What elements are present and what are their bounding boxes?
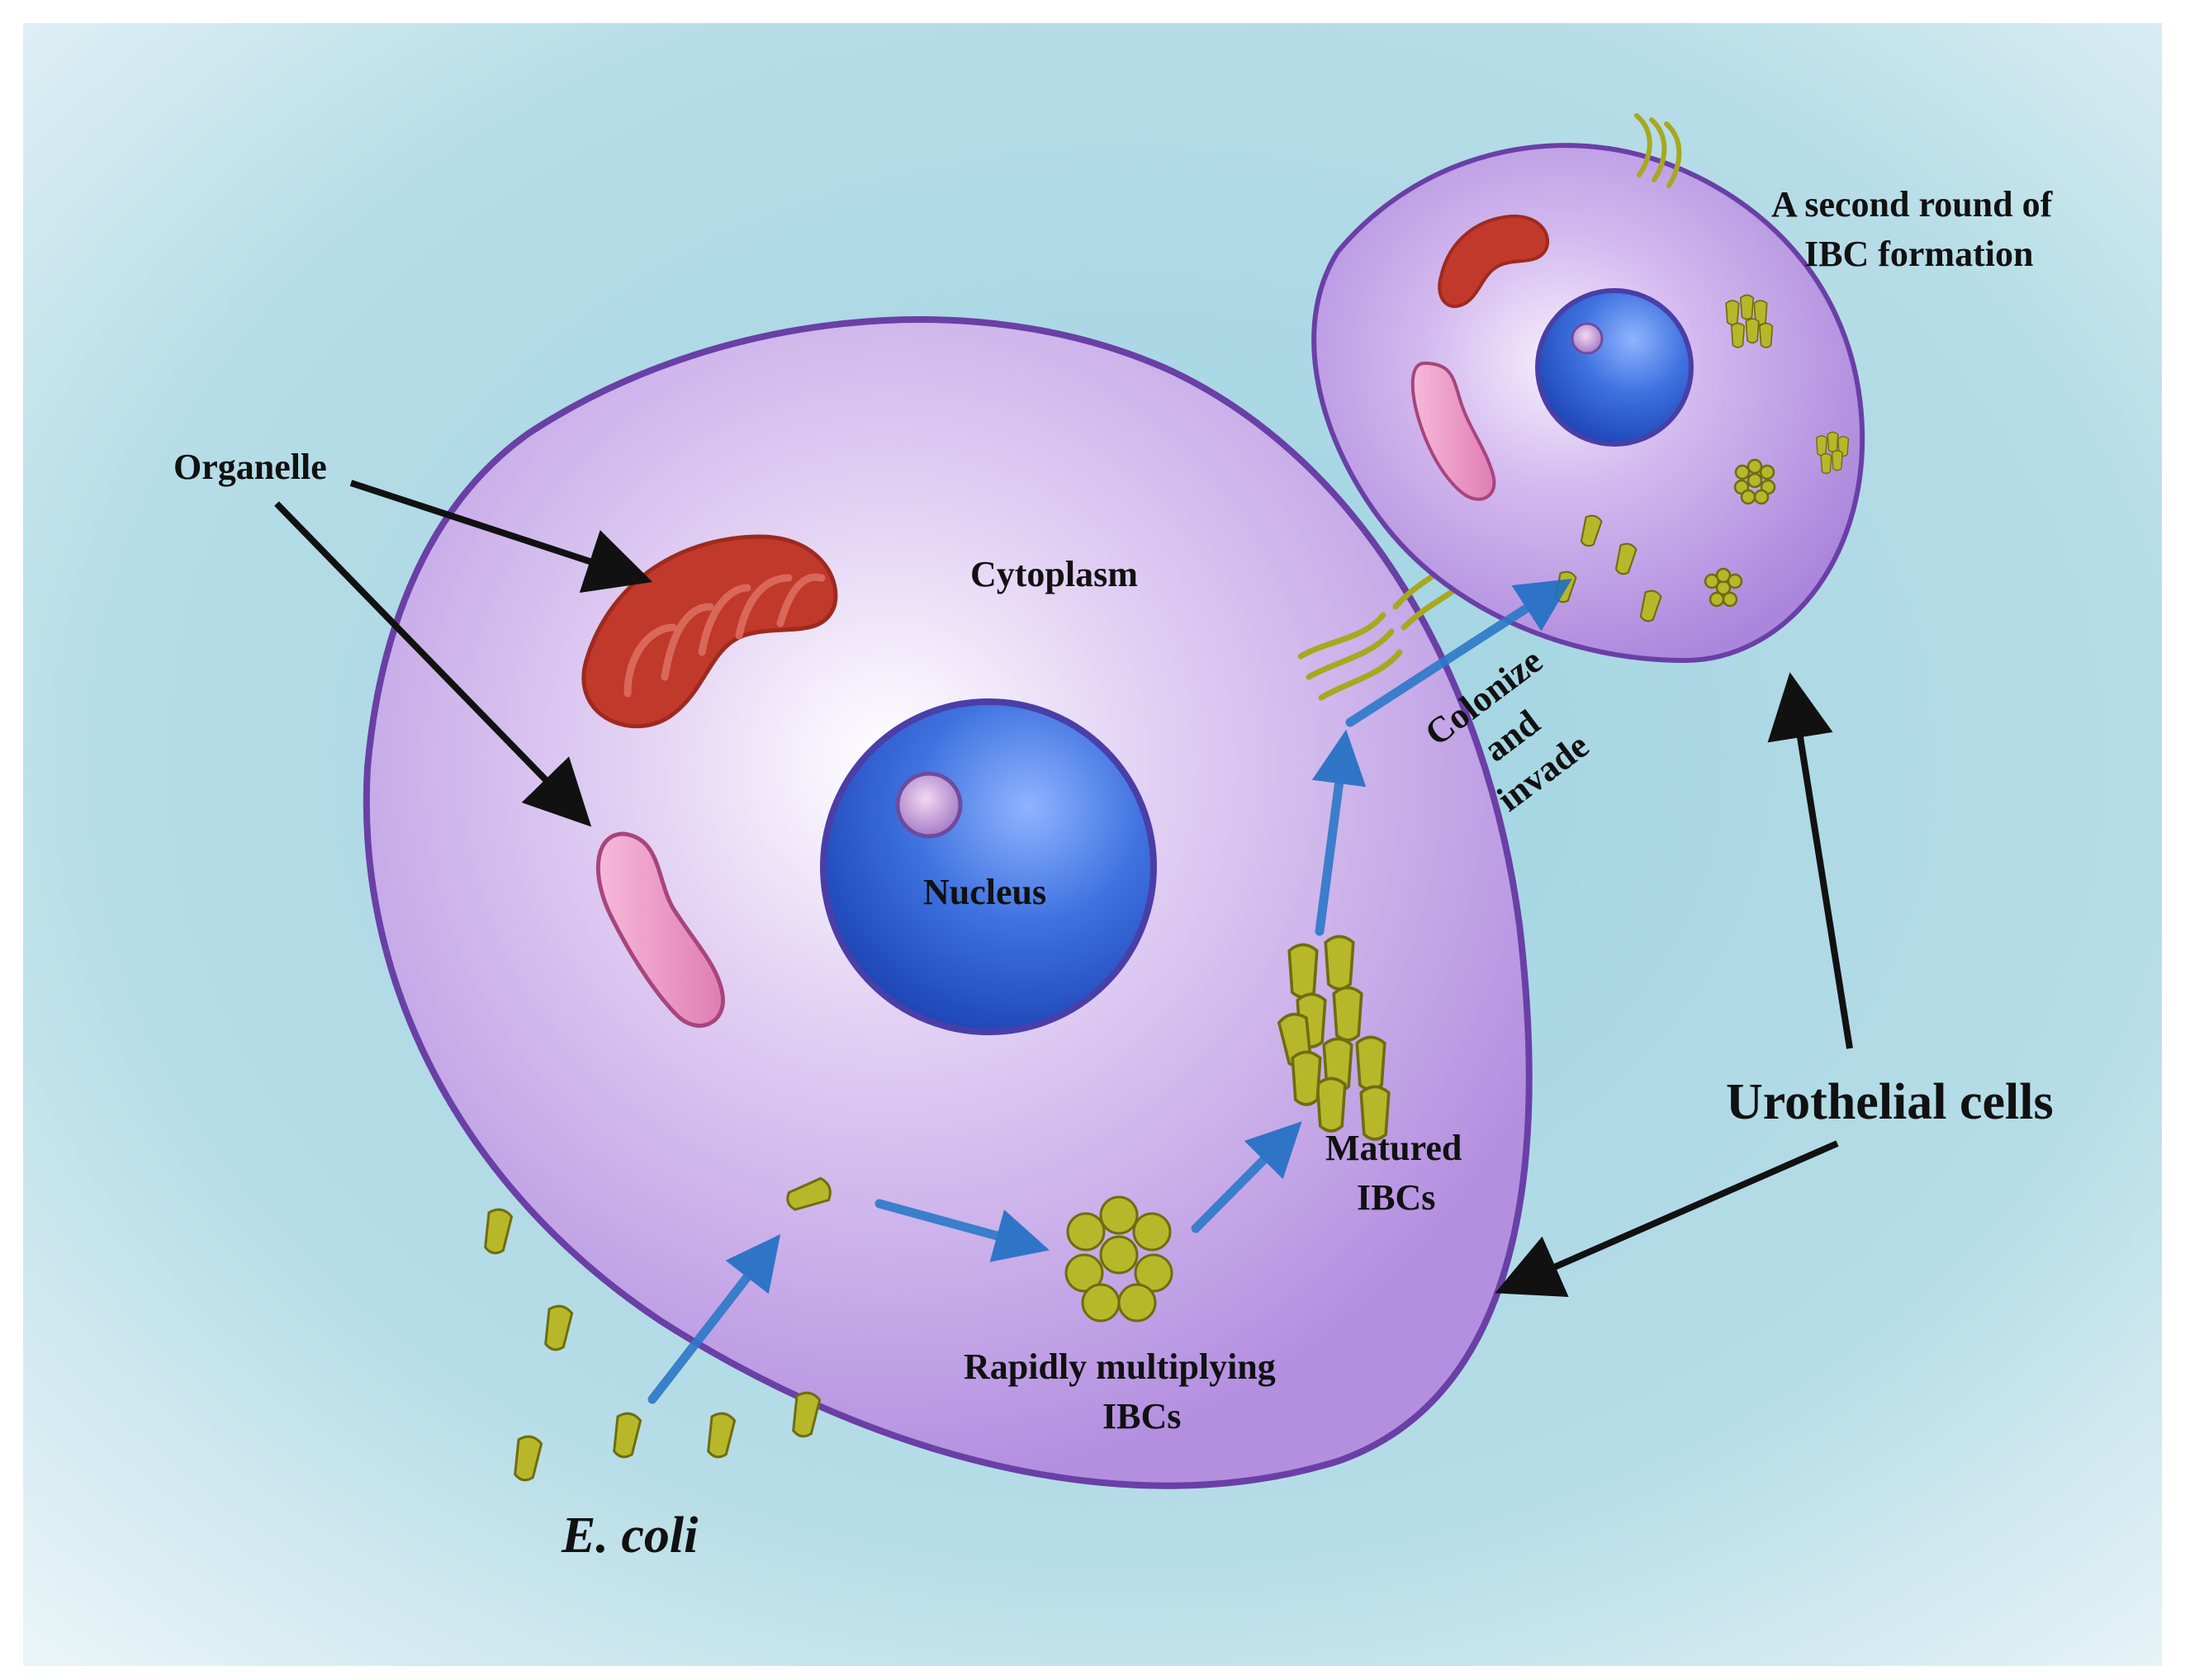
rapid-label-1: Rapidly multiplying xyxy=(964,1346,1276,1387)
cytoplasm-label: Cytoplasm xyxy=(970,554,1138,594)
large-urothelial-cell xyxy=(363,316,1533,1489)
second-round-label-2: IBC formation xyxy=(1804,234,2033,274)
small-mitochondrion-icon xyxy=(1438,214,1550,309)
pink-organelle-icon xyxy=(595,831,725,1028)
small-pili-icon xyxy=(1634,113,1682,188)
entry-arrow xyxy=(647,1233,781,1404)
urothelial-arrow-up xyxy=(1767,672,1853,1049)
colonize-arrow xyxy=(1345,579,1572,727)
process-arrows xyxy=(647,579,1572,1404)
organelle-arrow-pink xyxy=(274,501,592,827)
ecoli-label: E. coli xyxy=(561,1507,698,1564)
ibc-cluster-icon xyxy=(1064,1195,1173,1323)
small-nucleus-icon xyxy=(1535,288,1694,447)
release-arrow xyxy=(1311,729,1367,936)
nucleus-label: Nucleus xyxy=(923,872,1046,912)
organelle-label: Organelle xyxy=(173,447,327,487)
urothelial-label: Urothelial cells xyxy=(1726,1074,2054,1130)
pointer-arrows xyxy=(274,480,1853,1297)
multiply-arrow xyxy=(874,1199,1050,1262)
matured-label-2: IBCs xyxy=(1357,1177,1435,1218)
labels: Organelle Cytoplasm Nucleus A second rou… xyxy=(173,184,2054,1564)
small-urothelial-cell xyxy=(1311,113,1865,664)
urothelial-arrow-left xyxy=(1495,1140,1839,1297)
nucleolus-icon xyxy=(895,771,963,839)
mature-arrow xyxy=(1191,1121,1302,1233)
small-pink-organelle-icon xyxy=(1410,361,1496,501)
matured-label-1: Matured xyxy=(1325,1128,1462,1168)
second-round-label-1: A second round of xyxy=(1771,184,2054,225)
rapid-label-2: IBCs xyxy=(1102,1396,1181,1436)
nucleus-icon xyxy=(820,698,1157,1035)
organelle-arrow-mito xyxy=(349,480,653,594)
